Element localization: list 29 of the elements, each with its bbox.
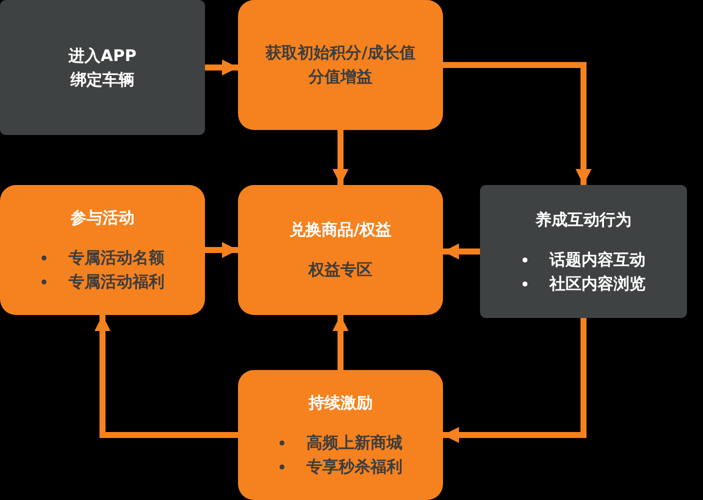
process-box	[0, 0, 205, 135]
bullet-item: 专享秒杀福利	[306, 456, 402, 478]
box-text: 获取初始积分/成长值	[266, 42, 416, 64]
bullet-item: 社区内容浏览	[550, 272, 646, 294]
arrow	[332, 315, 348, 370]
process-box	[238, 0, 443, 130]
box-text: 绑定车辆	[70, 68, 134, 90]
bullet-item: 专属活动名额	[68, 247, 164, 269]
arrow	[443, 62, 592, 185]
arrow	[443, 318, 586, 443]
arrow	[443, 244, 480, 260]
arrow	[332, 130, 348, 185]
bullet-item: 专属活动福利	[68, 271, 164, 293]
box-heading: 持续激励	[308, 392, 372, 414]
box-text: 权益专区	[308, 259, 372, 281]
bullet-item: 高频上新商城	[306, 432, 402, 454]
arrow	[94, 315, 238, 438]
box-heading: 参与活动	[70, 207, 134, 229]
box-heading: 兑换商品/权益	[290, 219, 392, 241]
box-text: 分值增益	[308, 66, 372, 88]
box-text: 进入APP	[68, 44, 136, 66]
process-box	[0, 185, 205, 315]
process-box	[238, 185, 443, 315]
arrow	[205, 60, 238, 76]
arrow	[205, 242, 238, 258]
box-heading: 养成互动行为	[536, 208, 632, 230]
bullet-item: 话题内容互动	[550, 248, 646, 270]
process-box	[238, 370, 443, 500]
process-box	[480, 185, 687, 318]
